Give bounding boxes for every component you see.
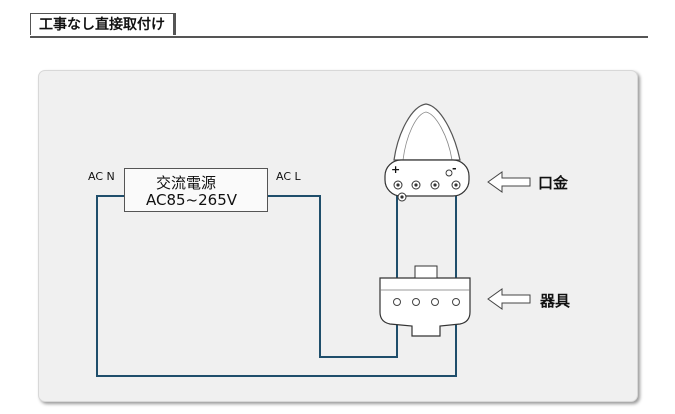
cap-callout-arrow [487, 171, 531, 193]
cap-label: 口金 [538, 174, 569, 192]
terminal-ac-n-label: AC N [88, 170, 115, 183]
terminal-ac-l-label: AC L [276, 170, 301, 183]
live-wire [268, 190, 398, 358]
section-divider [30, 36, 648, 38]
section-title: 工事なし直接取付け [30, 13, 176, 35]
polarity-plus-label: + [391, 163, 401, 176]
diagram-panel [38, 70, 638, 402]
polarity-minus-label: - [452, 162, 457, 175]
power-supply-spec: AC85~265V [146, 191, 238, 209]
power-supply-title: 交流電源 [156, 174, 217, 192]
lamp-cap [384, 103, 470, 202]
fixture-callout-arrow [487, 288, 531, 310]
fixture [379, 265, 471, 337]
power-supply-box [124, 168, 268, 212]
section-header: 工事なし直接取付け [30, 13, 648, 39]
fixture-label: 器具 [540, 292, 571, 310]
